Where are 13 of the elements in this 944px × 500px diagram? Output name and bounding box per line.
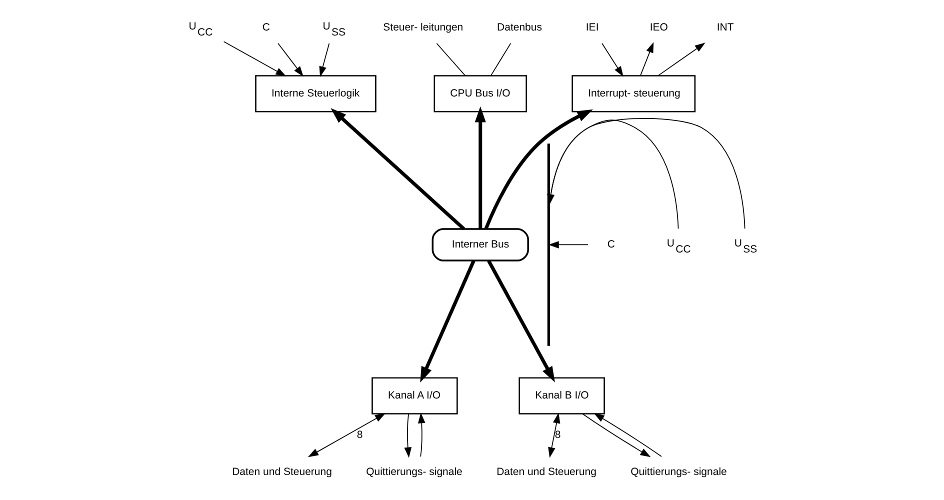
node-text: IEO (649, 21, 668, 34)
node-text: Quittierungs- signale (366, 466, 462, 478)
node-text: INT (716, 21, 734, 34)
node-text: Datenbus (496, 21, 542, 34)
node-text: C (606, 238, 614, 250)
edge-label: 8 (554, 428, 560, 441)
node-text: Quittierungs- signale (630, 466, 726, 478)
node-text: C (262, 21, 270, 34)
node-text: Daten und Steuerung (496, 466, 596, 478)
edge-label: 8 (356, 428, 362, 441)
node-text: Daten und Steuerung (232, 466, 332, 478)
node-text: IEI (585, 21, 598, 34)
node-text: Steuer- leitungen (382, 21, 463, 34)
